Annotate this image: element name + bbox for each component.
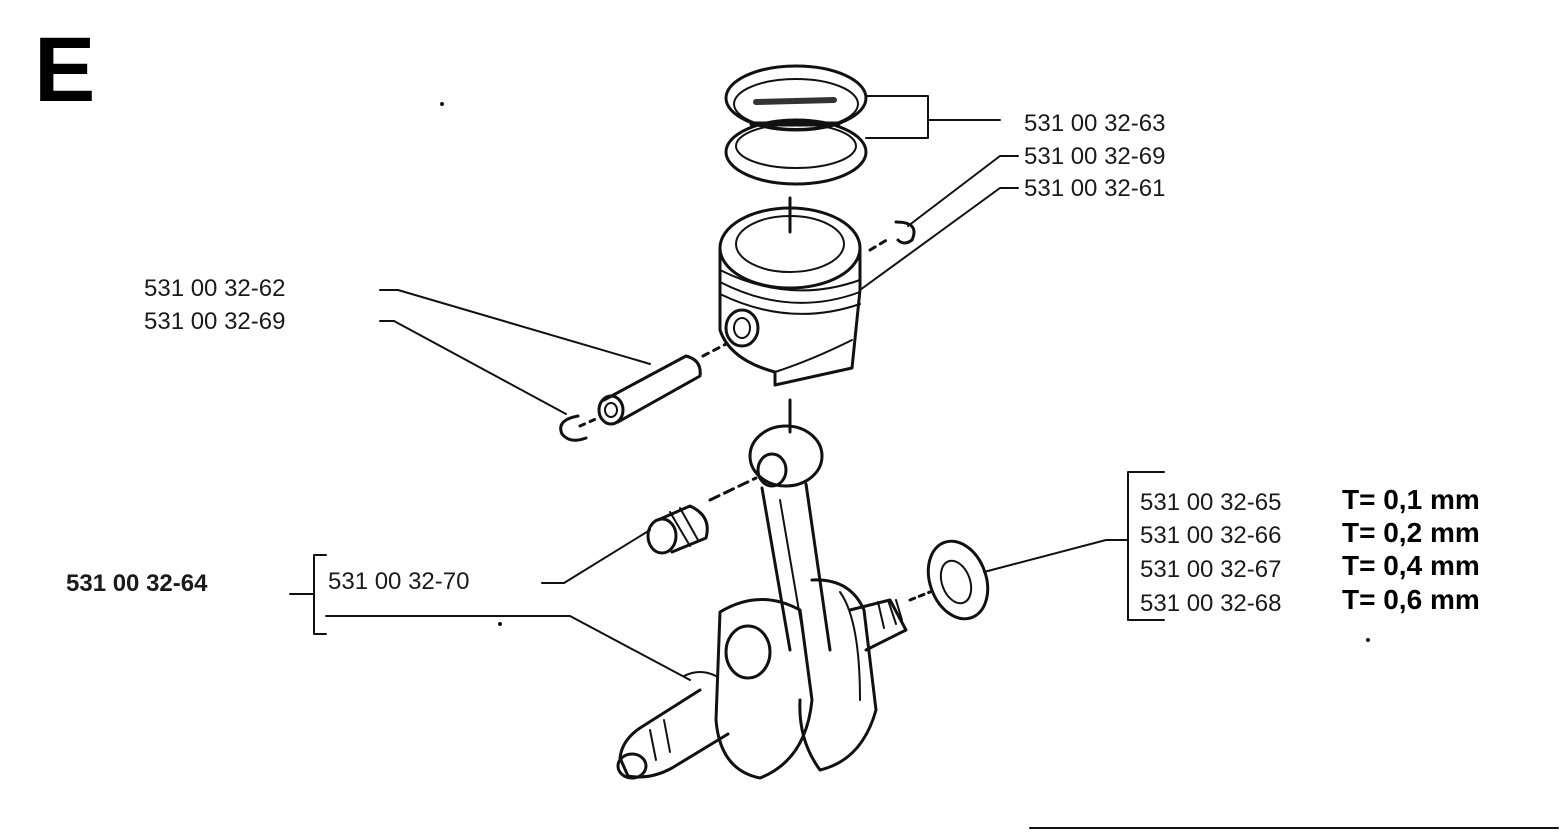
shim-thickness-1: T= 0,1 mm [1342, 484, 1480, 515]
piston-rings-illustration [724, 64, 868, 186]
shim-part-2: 531 00 32-66 [1140, 522, 1282, 549]
shim-washer-illustration [908, 539, 990, 621]
circlip-right-illustration [868, 220, 916, 252]
shim-part-1: 531 00 32-65 [1140, 489, 1282, 516]
label-piston: 531 00 32-61 [1024, 175, 1166, 202]
scan-marks [440, 102, 1559, 829]
label-circlip-left: 531 00 32-69 [144, 308, 286, 335]
shim-thickness-4: T= 0,6 mm [1342, 584, 1480, 615]
crankshaft-illustration [616, 578, 908, 780]
shim-part-4: 531 00 32-68 [1140, 590, 1282, 617]
label-crankshaft-assembly: 531 00 32-64 [66, 570, 208, 597]
piston-illustration [718, 196, 862, 387]
shim-part-3: 531 00 32-67 [1140, 556, 1282, 583]
section-letter: E [34, 19, 96, 121]
shim-thickness-3: T= 0,4 mm [1342, 550, 1480, 581]
label-piston-rings: 531 00 32-63 [1024, 110, 1166, 137]
label-needle-bearing: 531 00 32-70 [328, 568, 470, 595]
connecting-rod-illustration [748, 398, 832, 652]
label-circlip-right: 531 00 32-69 [1024, 143, 1166, 170]
leader-lines [289, 95, 1165, 681]
label-piston-pin: 531 00 32-62 [144, 275, 286, 302]
circlip-left-illustration [559, 414, 600, 442]
needle-bearing-illustration [646, 476, 758, 555]
shim-thickness-2: T= 0,2 mm [1342, 517, 1480, 548]
piston-pin-illustration [597, 342, 728, 426]
